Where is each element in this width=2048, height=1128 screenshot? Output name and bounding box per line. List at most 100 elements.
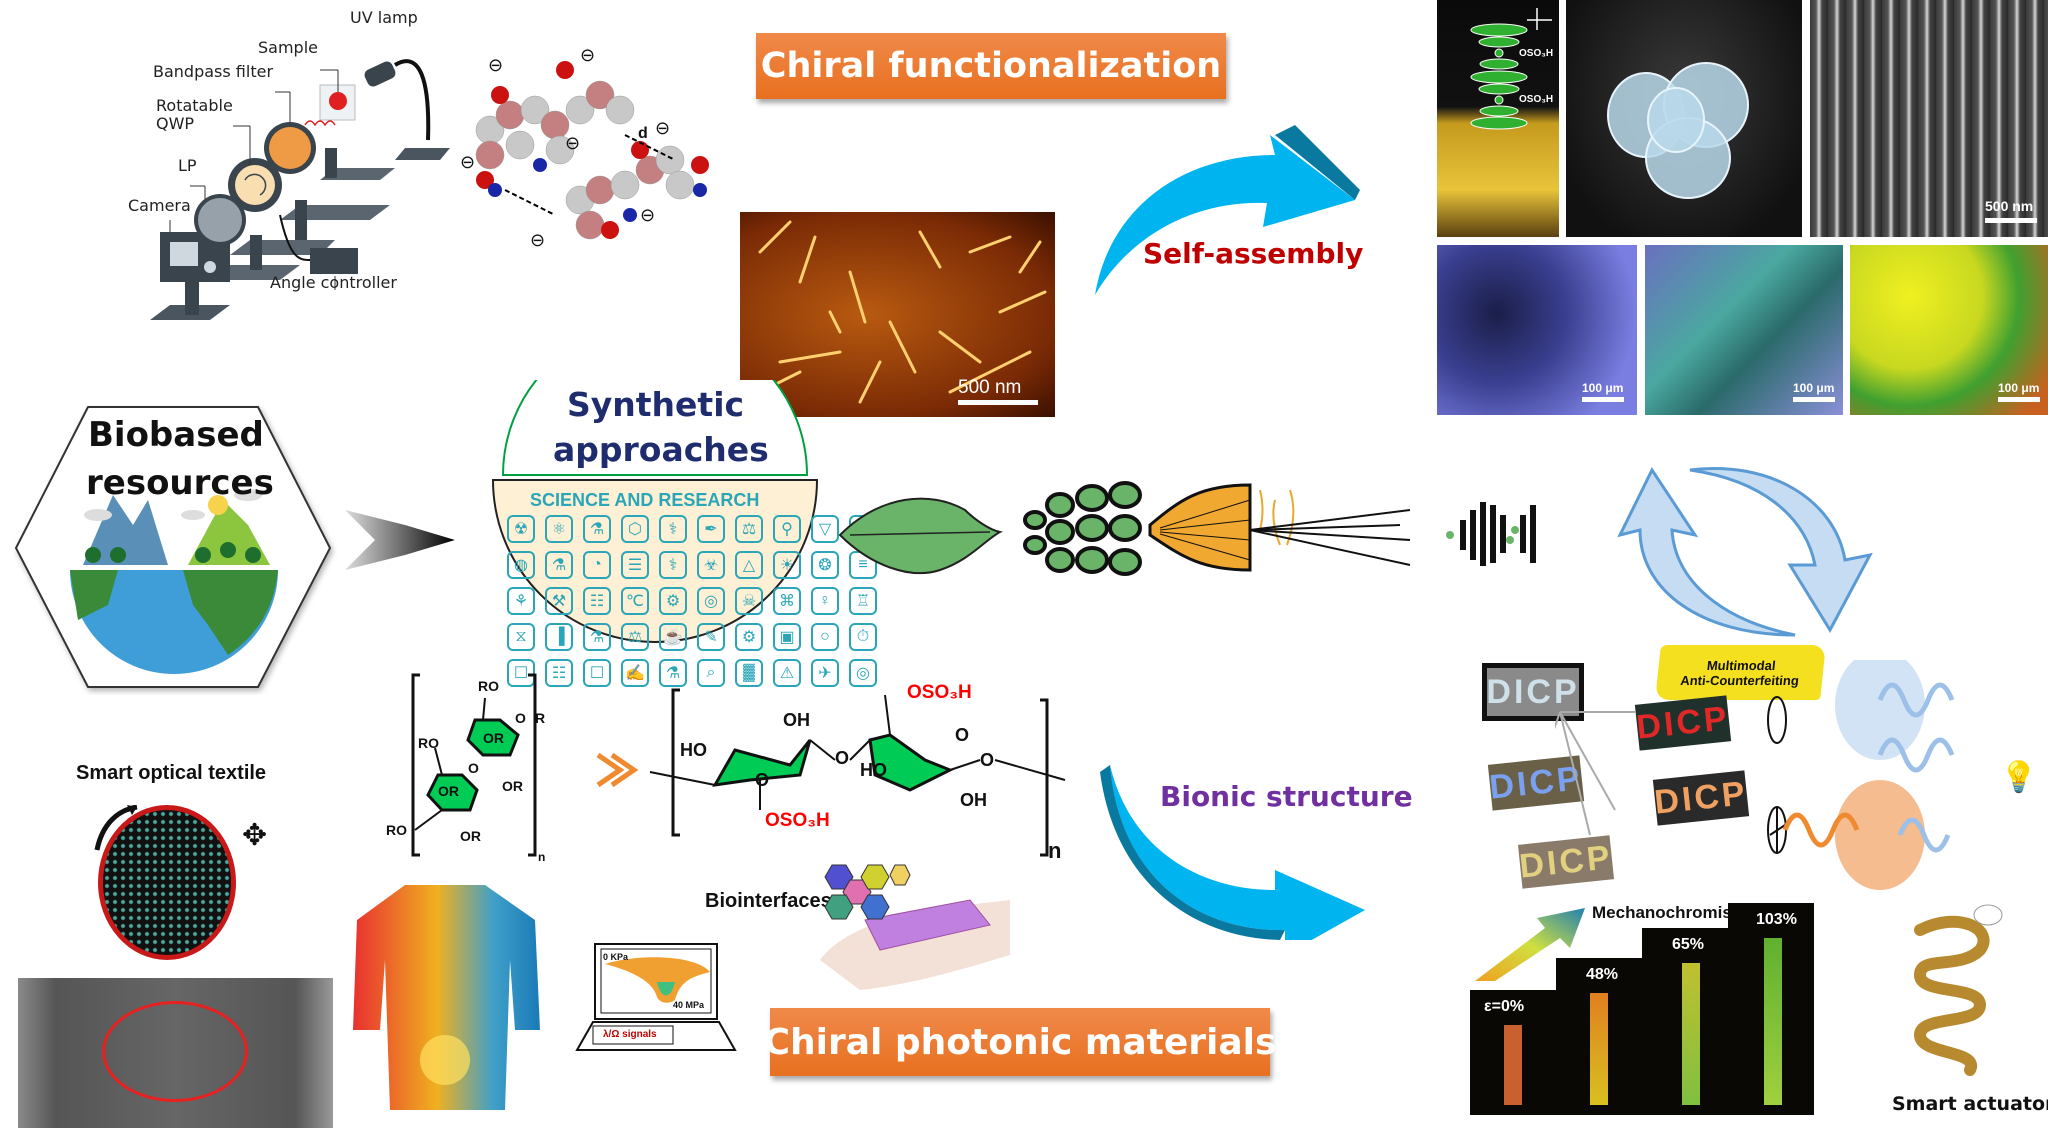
- ho-1: HO: [680, 740, 707, 760]
- mechanochromism-title: Mechanochromism: [1592, 903, 1747, 922]
- biointerface-hand-illustration: [820, 864, 1010, 990]
- science-icon: ℃: [621, 587, 649, 615]
- science-icon: ⚛: [545, 515, 573, 543]
- science-icon: ⚘: [507, 587, 535, 615]
- light-bulb-icon: 💡: [2000, 761, 2038, 794]
- sub-o-2: O: [468, 760, 479, 776]
- science-icon: ☷: [545, 659, 573, 687]
- chemical-structure-drawing: [411, 673, 1066, 857]
- heading-chiral-functionalization: Chiral functionalization: [756, 33, 1226, 99]
- negative-charge-icon: ⊖: [460, 152, 476, 172]
- optical-setup-diagram: [120, 20, 460, 330]
- science-icon: ▐: [545, 623, 573, 651]
- ho-2: HO: [860, 760, 887, 780]
- smart-shirt-illustration: [353, 885, 540, 1110]
- repeat-n-right: n: [1048, 838, 1062, 863]
- strain-bar-2: [1682, 963, 1700, 1105]
- biobased-hexagon: [14, 406, 332, 688]
- negative-charge-icon: ⊖: [655, 118, 671, 138]
- science-icon: ◎: [849, 659, 877, 687]
- dicp-branch-arrows: [1555, 711, 1635, 836]
- textile-zoom-circle: [98, 805, 236, 960]
- sem-scale-label: 500 nm: [1985, 198, 2034, 214]
- science-icon: ⚲: [773, 515, 801, 543]
- strain-bar-3: [1764, 938, 1782, 1105]
- optical-setup-illustration: [150, 59, 450, 320]
- sub-or-3: OR: [502, 778, 523, 794]
- science-icon: ⚠: [773, 659, 801, 687]
- science-icon: ☕: [659, 623, 687, 651]
- science-icon: ⚖: [735, 515, 763, 543]
- textile-highlight-ring: [102, 1001, 248, 1102]
- film-discs-photo: [1566, 0, 1802, 237]
- rotate-arrow-icon: [94, 805, 138, 851]
- ring-o-1: O: [835, 748, 850, 768]
- sub-or-1: OR: [483, 730, 504, 746]
- mechanochromism-arrow-icon: [1475, 908, 1585, 981]
- science-icon: ◔: [583, 551, 611, 579]
- science-icon: ⚙: [735, 623, 763, 651]
- label-uv-lamp: UV lamp: [350, 8, 418, 27]
- strain-sample-1: 48%: [1556, 958, 1642, 1115]
- negative-charge-icon: ⊖: [530, 230, 546, 250]
- ring-o-4: O: [980, 750, 995, 770]
- hierarchy-illustration: [838, 481, 1536, 576]
- science-icon: ⏱: [849, 623, 877, 651]
- self-assembly-arrow-icon: [1095, 125, 1360, 295]
- label-smart-actuator: Smart actuator: [1892, 1093, 2048, 1115]
- science-icon: ◎: [697, 587, 725, 615]
- cycle-arrows-icon: [1617, 466, 1873, 637]
- vial-nanorods: [1470, 8, 1552, 130]
- ring-o-2: O: [755, 770, 770, 790]
- heading-chiral-photonic-materials: Chiral photonic materials: [764, 1008, 1276, 1076]
- oso3h-top: OSO₃H: [907, 682, 972, 703]
- laptop-frame: [575, 943, 737, 1051]
- science-icon: ◍: [507, 551, 535, 579]
- laptop-illustration: 0 KPa 40 MPa λ/Ω signals: [575, 942, 737, 1055]
- label-smart-optical-textile: Smart optical textile: [76, 762, 267, 784]
- science-icon: ⬡: [621, 515, 649, 543]
- pom-image-2: 100 μm: [1645, 245, 1843, 415]
- pom-scalebar-1: [1582, 397, 1624, 402]
- signals-label: λ/Ω signals: [603, 1029, 657, 1040]
- label-lp: LP: [178, 156, 197, 175]
- label-self-assembly: Self-assembly: [1143, 237, 1364, 270]
- negative-charge-icon: ⊖: [565, 133, 581, 153]
- sub-ro-1: RO: [478, 678, 499, 694]
- science-icon: ✒: [697, 515, 725, 543]
- label-rotatable-qwp-1: Rotatable: [156, 96, 233, 115]
- grey-flow-arrow-icon: [345, 510, 455, 570]
- distance-label-d: d: [638, 125, 648, 142]
- science-icon: ⧖: [507, 623, 535, 651]
- strain-label-3: 103%: [1756, 911, 1797, 928]
- biobased-line1: Biobased: [88, 415, 264, 455]
- heading-chiral-functionalization-text: Chiral functionalization: [760, 46, 1222, 86]
- strain-sample-3: 103%: [1728, 903, 1814, 1115]
- label-camera: Camera: [128, 196, 191, 215]
- textile-photo: [18, 978, 333, 1128]
- negative-charge-icon: ⊖: [488, 55, 504, 75]
- ring-o-3: O: [955, 725, 970, 745]
- science-icon: ♀: [811, 587, 839, 615]
- science-icon: ✈: [811, 659, 839, 687]
- oso3h-bottom: OSO₃H: [765, 810, 830, 831]
- pressure-high-label: 40 MPa: [673, 1000, 705, 1010]
- biobased-line2: resources: [86, 463, 274, 503]
- sem-scalebar: [1985, 218, 2037, 223]
- move-arrows-icon: ✥: [242, 819, 268, 852]
- pom-scale-label-2: 100 μm: [1793, 381, 1835, 395]
- sub-ro-2: RO: [418, 735, 439, 751]
- vial-group-label-2: OSO₃H: [1519, 94, 1554, 105]
- strain-label-2: 65%: [1672, 936, 1705, 953]
- science-icon: ⚕: [659, 515, 687, 543]
- pom-image-3: 100 μm: [1850, 245, 2048, 415]
- negative-charge-icon: ⊖: [580, 45, 596, 65]
- science-icon: ⚙: [659, 587, 687, 615]
- science-icon: ☣: [697, 551, 725, 579]
- heading-chiral-photonic-text: Chiral photonic materials: [763, 1021, 1277, 1063]
- synthetic-approaches-panel: Synthetic approaches SCIENCE AND RESEARC…: [485, 322, 877, 720]
- pom-scale-label-3: 100 μm: [1998, 381, 2040, 395]
- afm-image: 500 nm: [740, 212, 1055, 417]
- synthetic-line2: approaches: [553, 430, 769, 469]
- science-icon: ☀: [773, 551, 801, 579]
